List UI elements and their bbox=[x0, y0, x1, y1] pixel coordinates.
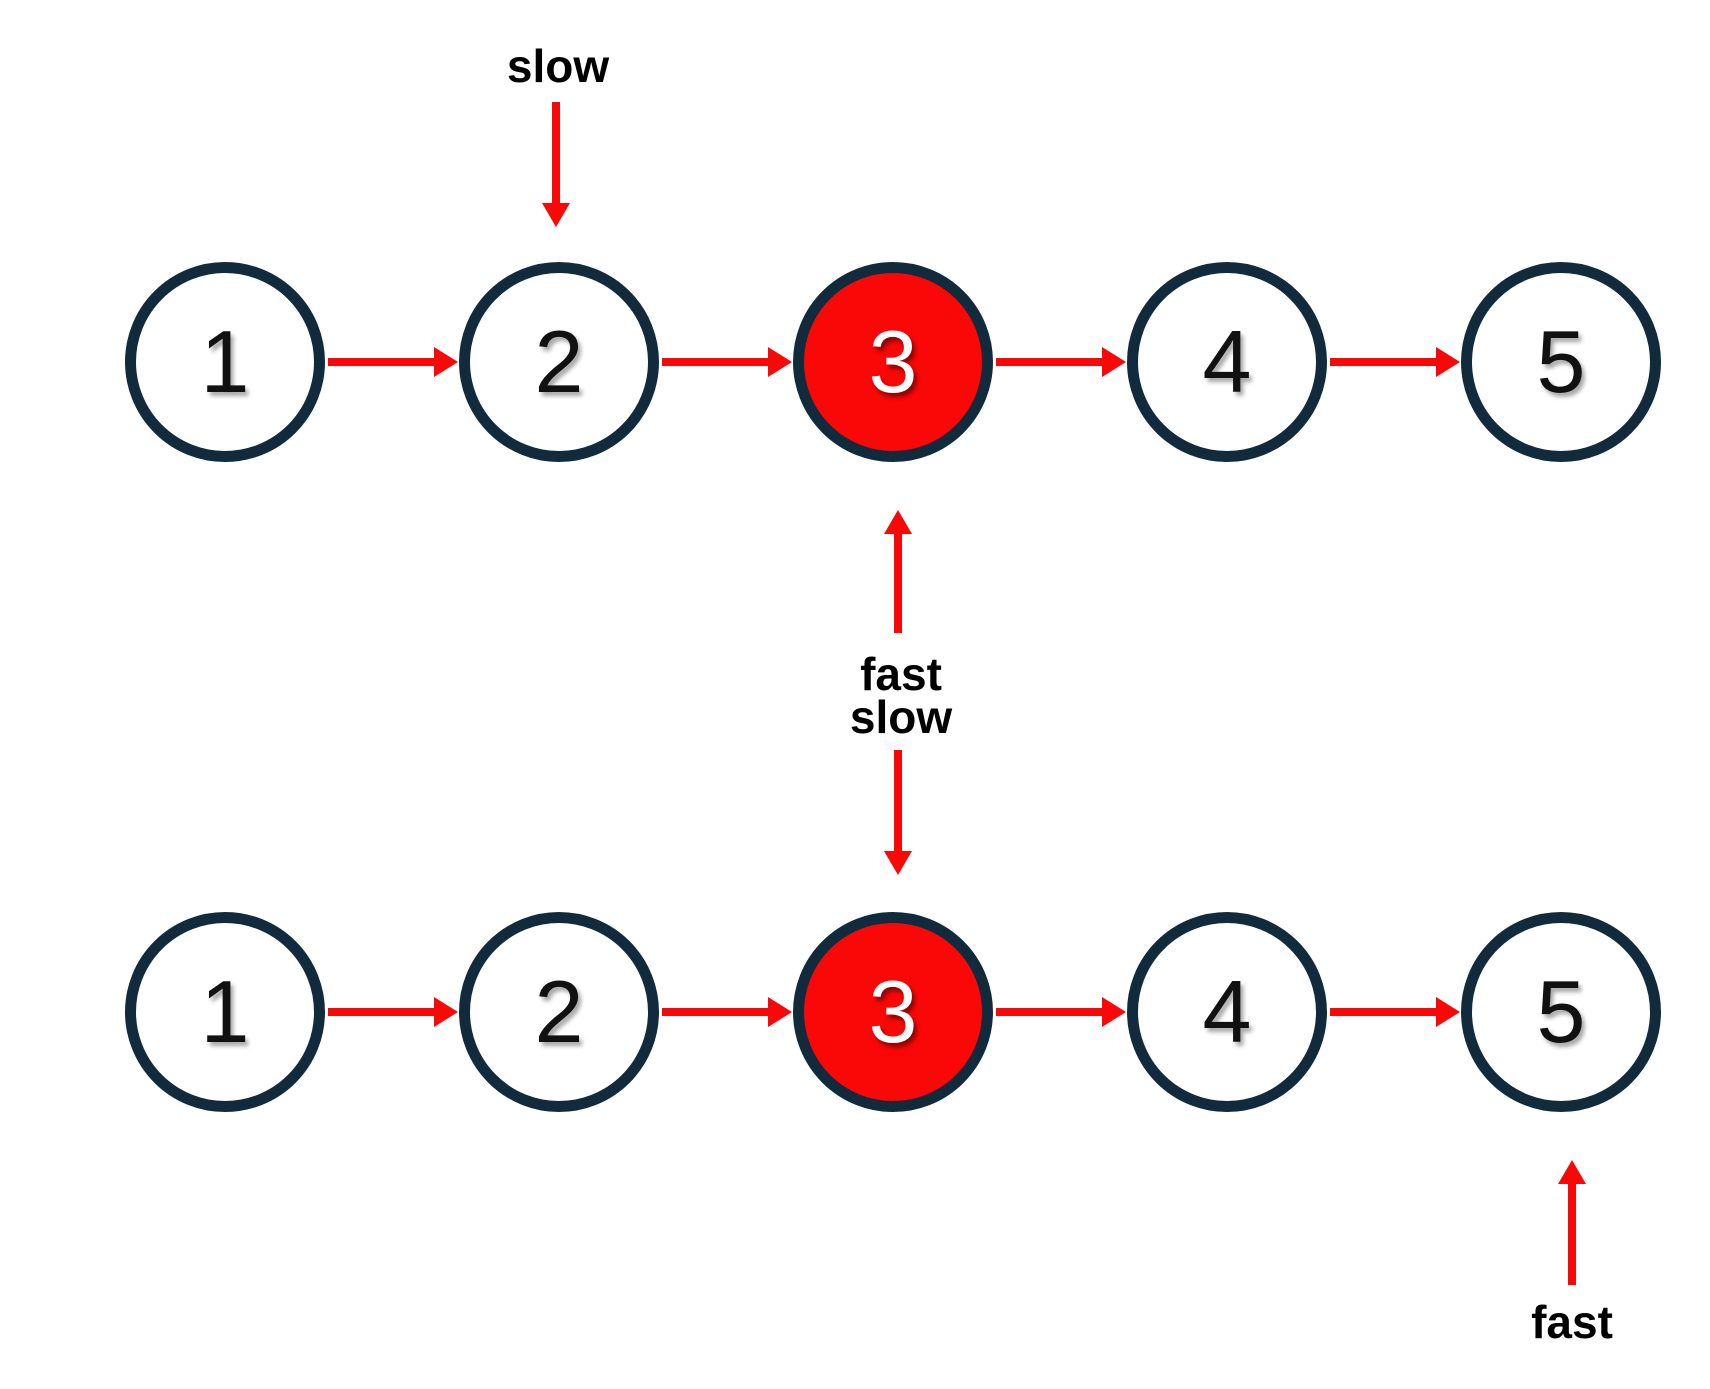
fast-pointer-arrow-up-icon bbox=[894, 534, 902, 633]
bottom-list-node-1: 1 bbox=[125, 912, 325, 1112]
node-value: 2 bbox=[534, 312, 584, 411]
link-arrow-icon bbox=[662, 358, 768, 366]
node-value: 2 bbox=[534, 962, 584, 1061]
node-value: 5 bbox=[1536, 962, 1586, 1061]
bottom-list-node-4: 4 bbox=[1127, 912, 1327, 1112]
link-arrow-icon bbox=[996, 1008, 1102, 1016]
link-arrow-icon bbox=[996, 358, 1102, 366]
top-list-node-1: 1 bbox=[125, 262, 325, 462]
slow-pointer-label: slow bbox=[849, 691, 953, 743]
slow-pointer-arrow-down-icon bbox=[552, 102, 560, 203]
node-value: 4 bbox=[1202, 962, 1252, 1061]
node-value: 1 bbox=[200, 962, 250, 1061]
node-value: 1 bbox=[200, 312, 250, 411]
top-list-node-2: 2 bbox=[459, 262, 659, 462]
fast-pointer-label-bottom: fast bbox=[1531, 1296, 1613, 1348]
top-list-node-3: 3 bbox=[793, 262, 993, 462]
link-arrow-icon bbox=[1330, 358, 1436, 366]
slow-pointer-label-top: slow bbox=[506, 40, 610, 92]
node-value: 3 bbox=[868, 962, 918, 1061]
link-arrow-icon bbox=[328, 1008, 434, 1016]
fast-pointer-label: fast bbox=[860, 648, 942, 700]
middle-pointer-labels: fast slow bbox=[849, 648, 953, 743]
top-list-node-5: 5 bbox=[1461, 262, 1661, 462]
node-value: 5 bbox=[1536, 312, 1586, 411]
link-arrow-icon bbox=[1330, 1008, 1436, 1016]
top-list-node-4: 4 bbox=[1127, 262, 1327, 462]
link-arrow-icon bbox=[662, 1008, 768, 1016]
bottom-list-node-2: 2 bbox=[459, 912, 659, 1112]
bottom-list-node-5: 5 bbox=[1461, 912, 1661, 1112]
fast-pointer-arrow-up-icon bbox=[1568, 1184, 1576, 1285]
bottom-list-node-3: 3 bbox=[793, 912, 993, 1112]
slow-pointer-arrow-down-icon bbox=[894, 750, 902, 851]
node-value: 4 bbox=[1202, 312, 1252, 411]
link-arrow-icon bbox=[328, 358, 434, 366]
node-value: 3 bbox=[868, 312, 918, 411]
